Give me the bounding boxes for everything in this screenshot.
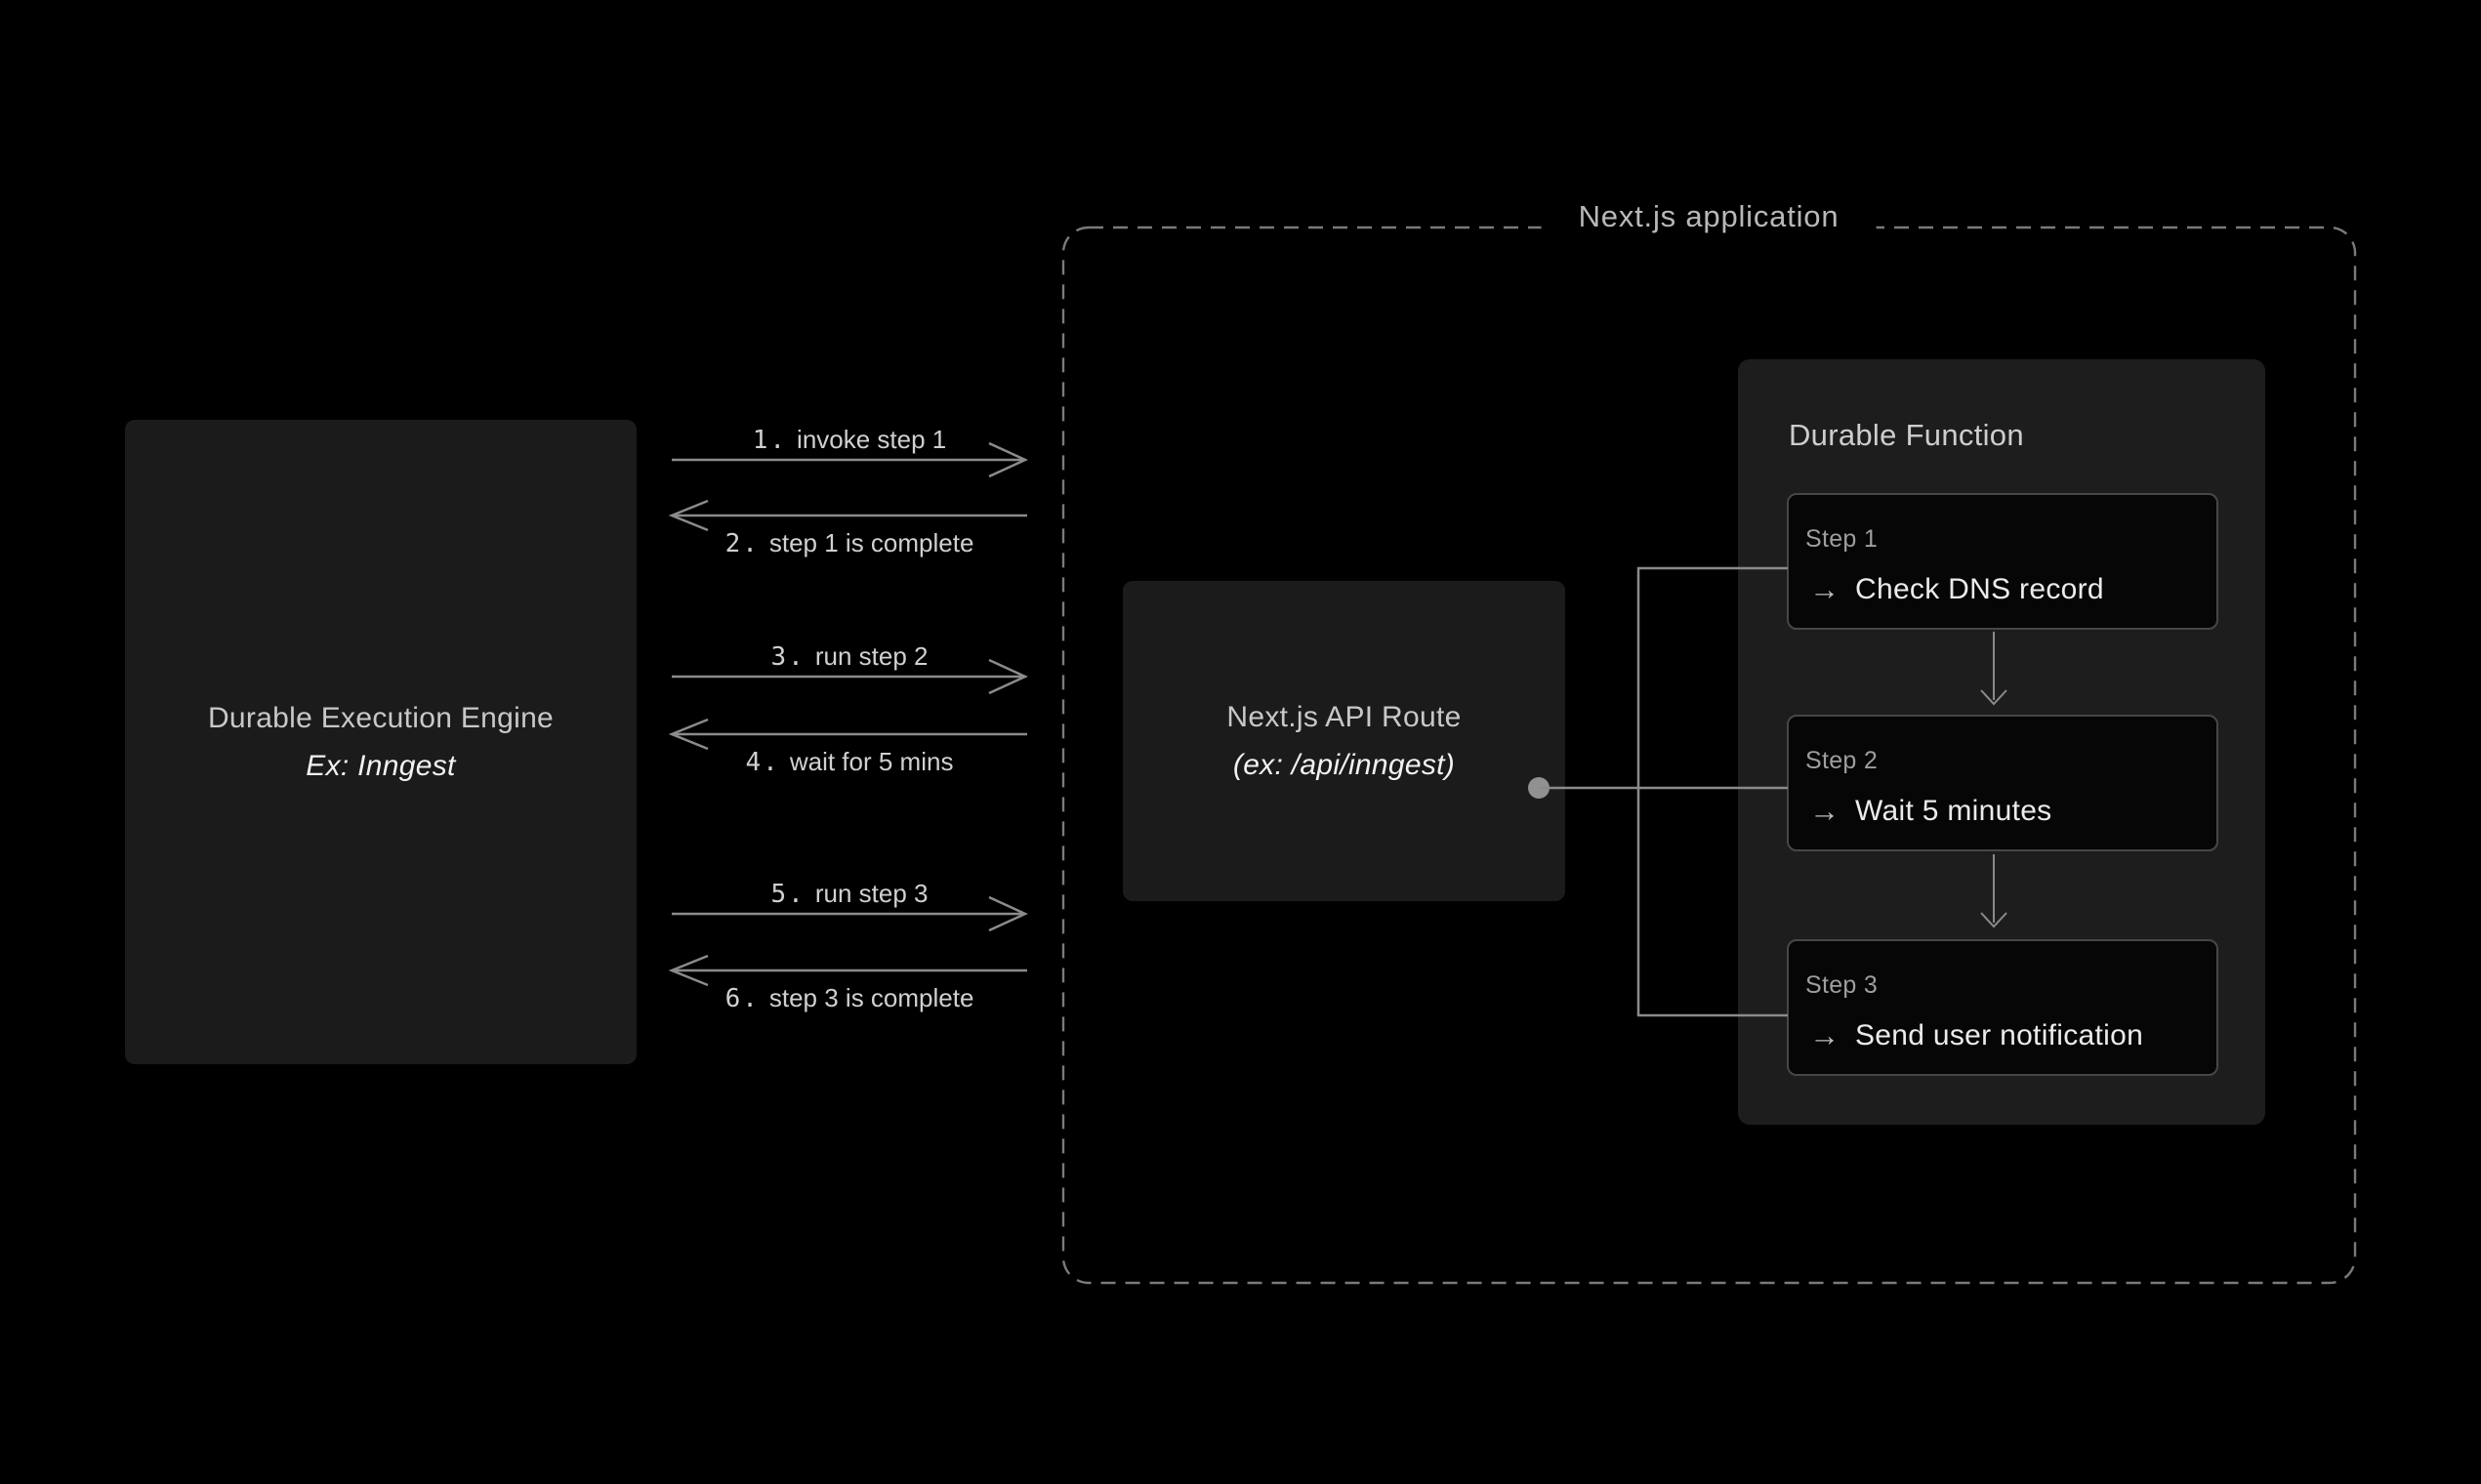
step-action-text: Wait 5 minutes <box>1855 795 2052 827</box>
step-action-text: Check DNS record <box>1855 573 2104 605</box>
engine-title: Durable Execution Engine <box>207 702 555 734</box>
step-action-text: Send user notification <box>1855 1019 2144 1051</box>
step-label: Step 2 <box>1805 747 1879 774</box>
message-number: 2. <box>724 529 760 558</box>
step-action: → Check DNS record <box>1809 572 2104 607</box>
api-route-subtitle: (ex: /api/inngest) <box>1232 749 1456 781</box>
step-card-2: Step 2 → Wait 5 minutes <box>1787 715 2218 851</box>
step-action: → Send user notification <box>1809 1018 2143 1053</box>
message-text: step 1 is complete <box>768 528 974 557</box>
message-text: step 3 is complete <box>768 983 974 1012</box>
step-action: → Wait 5 minutes <box>1809 794 2052 829</box>
message-number: 3. <box>770 642 806 672</box>
message-label-5: 5. run step 3 <box>672 879 1027 909</box>
arrow-right-icon: → <box>1809 572 1840 606</box>
step-label: Step 3 <box>1805 971 1879 999</box>
api-route-title: Next.js API Route <box>1226 701 1462 733</box>
message-number: 4. <box>745 748 780 777</box>
message-number: 1. <box>752 426 788 455</box>
message-text: invoke step 1 <box>797 425 947 454</box>
message-label-3: 3. run step 2 <box>672 641 1027 672</box>
message-text: run step 3 <box>814 879 929 908</box>
durable-function-title: Durable Function <box>1789 418 2024 452</box>
message-text: wait for 5 mins <box>789 747 954 776</box>
engine-subtitle: Ex: Inngest <box>306 750 456 782</box>
durable-execution-engine-box: Durable Execution Engine Ex: Inngest <box>125 420 637 1064</box>
message-label-1: 1. invoke step 1 <box>672 425 1027 455</box>
app-boundary-label: Next.js application <box>1541 197 1877 236</box>
message-number: 6. <box>724 984 760 1013</box>
sequence-arrow-left-icon <box>668 499 1027 532</box>
sequence-arrow-left-icon <box>668 954 1027 987</box>
sequence-arrow-left-icon <box>668 718 1027 751</box>
step-label: Step 1 <box>1805 525 1879 553</box>
message-number: 5. <box>770 880 806 909</box>
arrow-right-icon: → <box>1809 794 1840 828</box>
step-card-3: Step 3 → Send user notification <box>1787 939 2218 1076</box>
message-label-2: 2. step 1 is complete <box>672 528 1027 558</box>
message-text: run step 2 <box>814 641 929 671</box>
message-label-4: 4. wait for 5 mins <box>672 747 1027 777</box>
step-card-1: Step 1 → Check DNS record <box>1787 493 2218 630</box>
message-label-6: 6. step 3 is complete <box>672 983 1027 1013</box>
arrow-right-icon: → <box>1809 1018 1840 1052</box>
api-route-box: Next.js API Route (ex: /api/inngest) <box>1123 581 1565 901</box>
